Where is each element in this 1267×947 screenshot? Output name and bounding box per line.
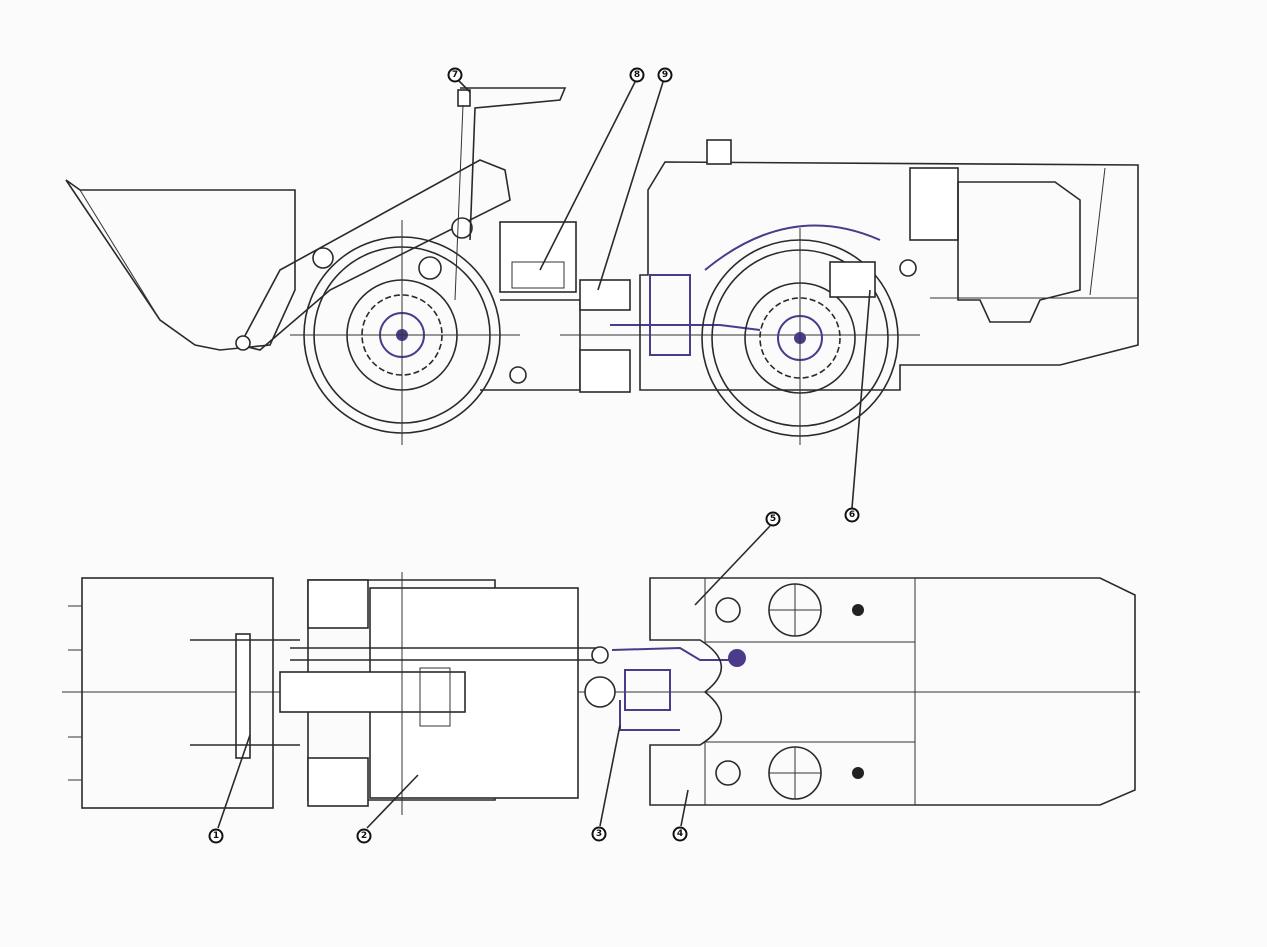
front-frame — [480, 299, 581, 391]
svg-text:2: 2 — [361, 831, 367, 841]
engine — [957, 181, 1081, 323]
callout-8: 8 — [629, 67, 645, 83]
svg-text:8: 8 — [634, 70, 640, 80]
top-view — [62, 525, 1140, 829]
canopy — [460, 87, 567, 241]
callout-5: 5 — [765, 511, 781, 527]
callout-6: 6 — [844, 507, 860, 523]
bucket-top — [81, 577, 274, 809]
articulation-top — [584, 646, 746, 731]
front-frame-top — [307, 579, 496, 801]
callout-7: 7 — [447, 67, 463, 83]
svg-text:7: 7 — [452, 70, 458, 80]
callout-3: 3 — [591, 826, 607, 842]
svg-text:1: 1 — [213, 831, 219, 841]
svg-text:6: 6 — [849, 510, 855, 520]
rear-frame-top — [649, 577, 1136, 806]
callout-2: 2 — [356, 828, 372, 844]
lift-arm — [238, 159, 511, 351]
callout-1: 1 — [208, 828, 224, 844]
svg-text:9: 9 — [662, 70, 668, 80]
svg-text:3: 3 — [596, 829, 602, 839]
callout-9: 9 — [657, 67, 673, 83]
svg-text:5: 5 — [770, 514, 776, 524]
rear-frame — [639, 161, 1139, 391]
rear-wheel — [701, 224, 899, 445]
articulation-joint — [560, 274, 920, 393]
bucket — [65, 179, 296, 351]
side-view — [65, 79, 1139, 509]
front-wheel — [290, 220, 520, 445]
callout-4: 4 — [672, 826, 688, 842]
svg-text:4: 4 — [677, 829, 683, 839]
